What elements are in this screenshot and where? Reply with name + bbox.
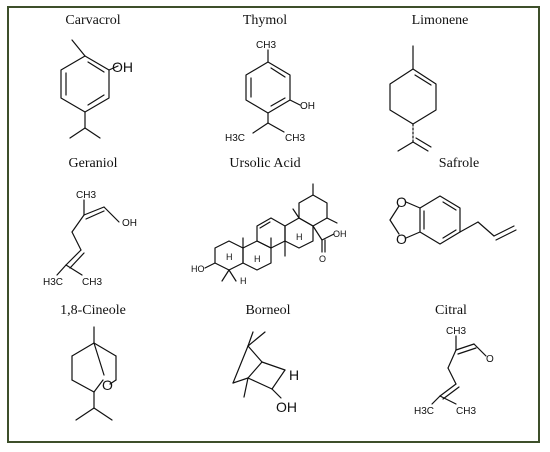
safrole-o1-label: O (396, 194, 407, 210)
citral-title: Citral (435, 303, 467, 318)
safrole-structure: O O (389, 194, 517, 247)
cineole-o-label: O (102, 377, 113, 393)
limonene-structure (389, 45, 437, 152)
borneol-h-label: H (289, 367, 299, 383)
citral-ch3-label: CH3 (456, 406, 476, 417)
ursolic-h4-label: H (240, 276, 247, 286)
ursolic-h1-label: H (226, 252, 233, 262)
ursolic-h2-label: H (254, 254, 261, 264)
thymol-h3c-label: H3C (225, 133, 245, 144)
geraniol-ch3-label: CH3 (82, 277, 102, 288)
carvacrol-title: Carvacrol (65, 13, 121, 28)
citral-o-label: O (486, 354, 494, 365)
figure-frame (7, 6, 540, 443)
thymol-structure: CH3 OH H3C CH3 (225, 40, 315, 144)
safrole-title: Safrole (438, 156, 480, 171)
geraniol-oh-label: OH (122, 218, 137, 229)
borneol-title: Borneol (245, 303, 291, 318)
citral-ch3-top-label: CH3 (446, 326, 466, 337)
borneol-structure: H OH (232, 331, 299, 415)
limonene-title: Limonene (411, 13, 469, 28)
citral-structure: CH3 O H3C CH3 (414, 326, 494, 417)
thymol-ch3-label: CH3 (285, 133, 305, 144)
ursolic-h3-label: H (296, 232, 303, 242)
geraniol-h3c-label: H3C (43, 277, 63, 288)
cineole-title: 1,8-Cineole (60, 303, 126, 318)
thymol-ch3-top-label: CH3 (256, 40, 276, 51)
ursolic-oh-label: OH (333, 229, 347, 239)
ursolic-ho-label: HO (191, 264, 205, 274)
thymol-oh-label: OH (300, 101, 315, 112)
thymol-title: Thymol (242, 13, 288, 28)
ursolic-acid-structure: OH O HO H H H H (191, 183, 347, 286)
carvacrol-oh-label: OH (112, 59, 133, 75)
ursolic-o-label: O (319, 254, 326, 264)
borneol-oh-label: OH (276, 399, 297, 415)
ursolic-acid-title: Ursolic Acid (229, 156, 301, 171)
geraniol-title: Geraniol (68, 156, 118, 171)
citral-h3c-label: H3C (414, 406, 434, 417)
geraniol-ch3-top-label: CH3 (76, 190, 96, 201)
carvacrol-structure: OH (60, 39, 133, 139)
cineole-structure: O (71, 326, 117, 421)
geraniol-structure: CH3 OH H3C CH3 (43, 190, 137, 288)
safrole-o2-label: O (396, 231, 407, 247)
